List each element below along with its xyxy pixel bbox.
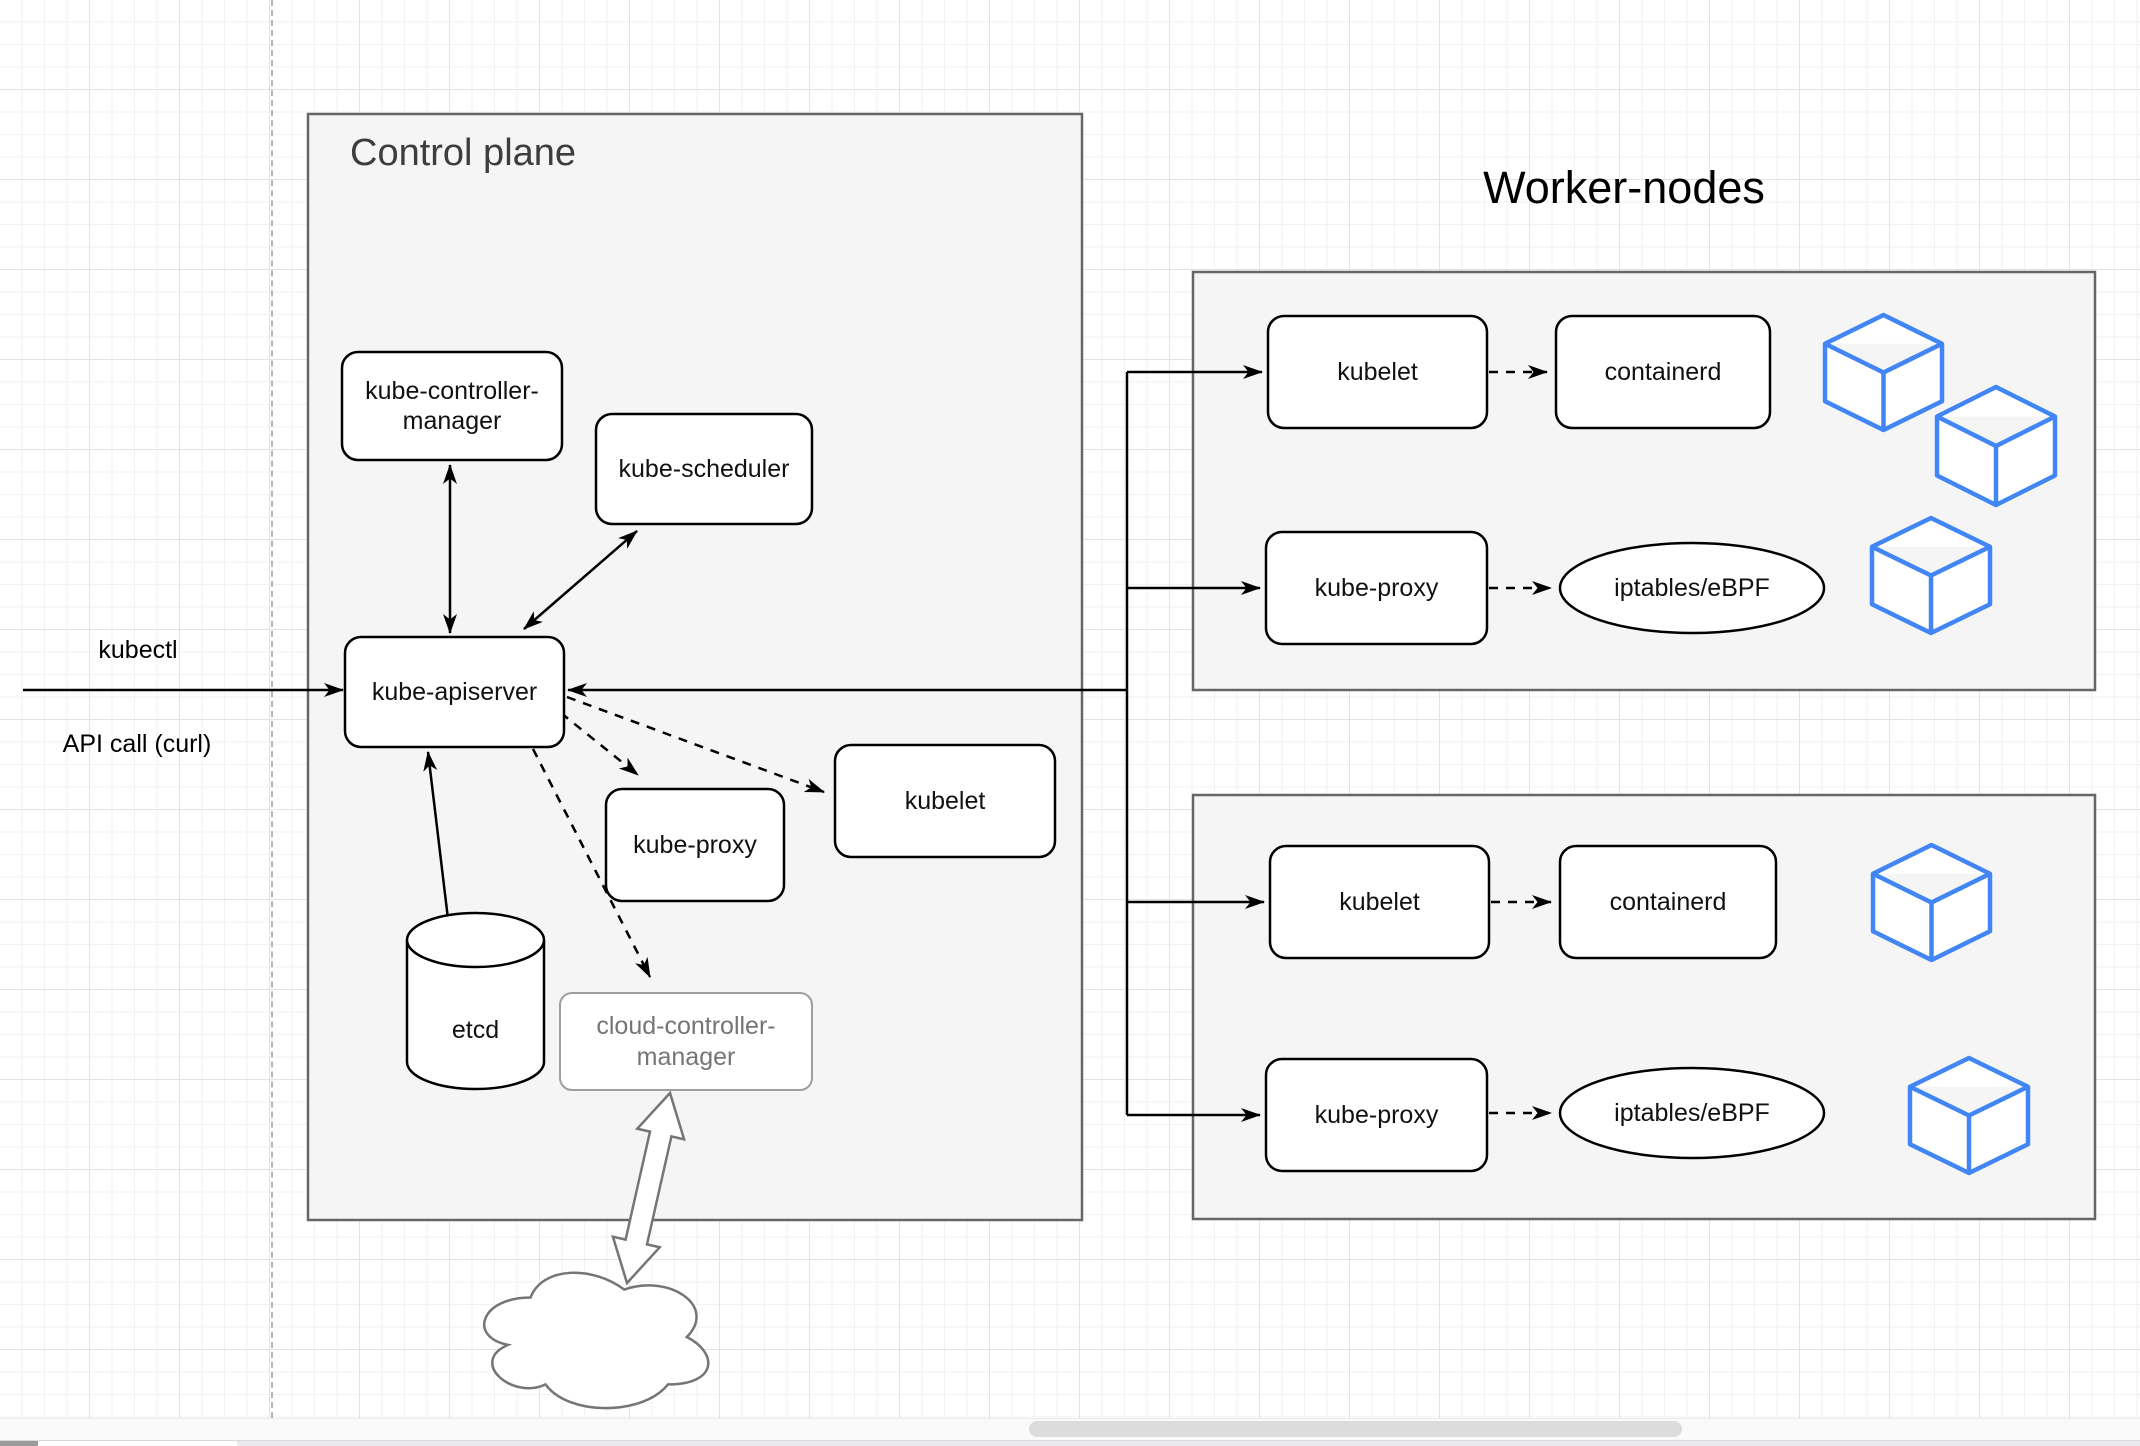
node-w2-kubelet[interactable] (1268, 844, 1491, 960)
edge-apiserver-etcd[interactable] (423, 751, 456, 945)
page-tab-bar[interactable] (0, 1440, 2140, 1446)
api-call-label: API call (curl) (62, 730, 212, 758)
block-arrow-cloud-link[interactable] (611, 1090, 686, 1286)
pod-cube-icon[interactable] (1869, 515, 1993, 636)
horizontal-scrollbar-thumb[interactable] (1029, 1421, 1682, 1437)
node-etcd-cylinder[interactable] (405, 911, 546, 1091)
node-w2-containerd[interactable] (1558, 844, 1778, 960)
edge-apiserver-kubelet-dashed[interactable] (566, 695, 825, 794)
node-w1-iptables-ellipse[interactable] (1558, 541, 1826, 635)
kubectl-label: kubectl (98, 636, 178, 664)
pod-cube-icon[interactable] (1934, 384, 2058, 508)
edge-apiserver-cloud-controller-dashed[interactable] (531, 748, 652, 978)
pod-cube-icon[interactable] (1907, 1055, 2031, 1176)
node-kubelet-cp[interactable] (833, 743, 1057, 859)
pod-cube-icon[interactable] (1822, 312, 1945, 433)
node-w2-iptables-ellipse[interactable] (1558, 1066, 1826, 1160)
worker-nodes-title: Worker-nodes (1483, 162, 1765, 213)
control-plane-title: Control plane (350, 132, 577, 174)
node-w1-kubelet[interactable] (1266, 314, 1489, 430)
cloud-shape[interactable] (483, 1271, 710, 1410)
node-kube-proxy-cp[interactable] (604, 787, 786, 903)
node-w1-kube-proxy[interactable] (1264, 530, 1489, 646)
node-w2-kube-proxy[interactable] (1264, 1057, 1489, 1173)
node-cloud-controller-manager[interactable] (559, 992, 813, 1091)
node-w1-containerd[interactable] (1554, 314, 1772, 430)
page-boundary-guide (271, 0, 273, 1418)
node-kube-controller-manager[interactable] (340, 350, 564, 462)
node-kube-apiserver[interactable] (343, 635, 566, 749)
page-tab-bar-active-segment (38, 1441, 237, 1446)
node-kube-scheduler[interactable] (594, 412, 814, 526)
edge-apiserver-scheduler[interactable] (523, 530, 638, 630)
pod-cube-icon[interactable] (1870, 842, 1993, 963)
page-tab-bar-dark-segment (0, 1441, 38, 1446)
